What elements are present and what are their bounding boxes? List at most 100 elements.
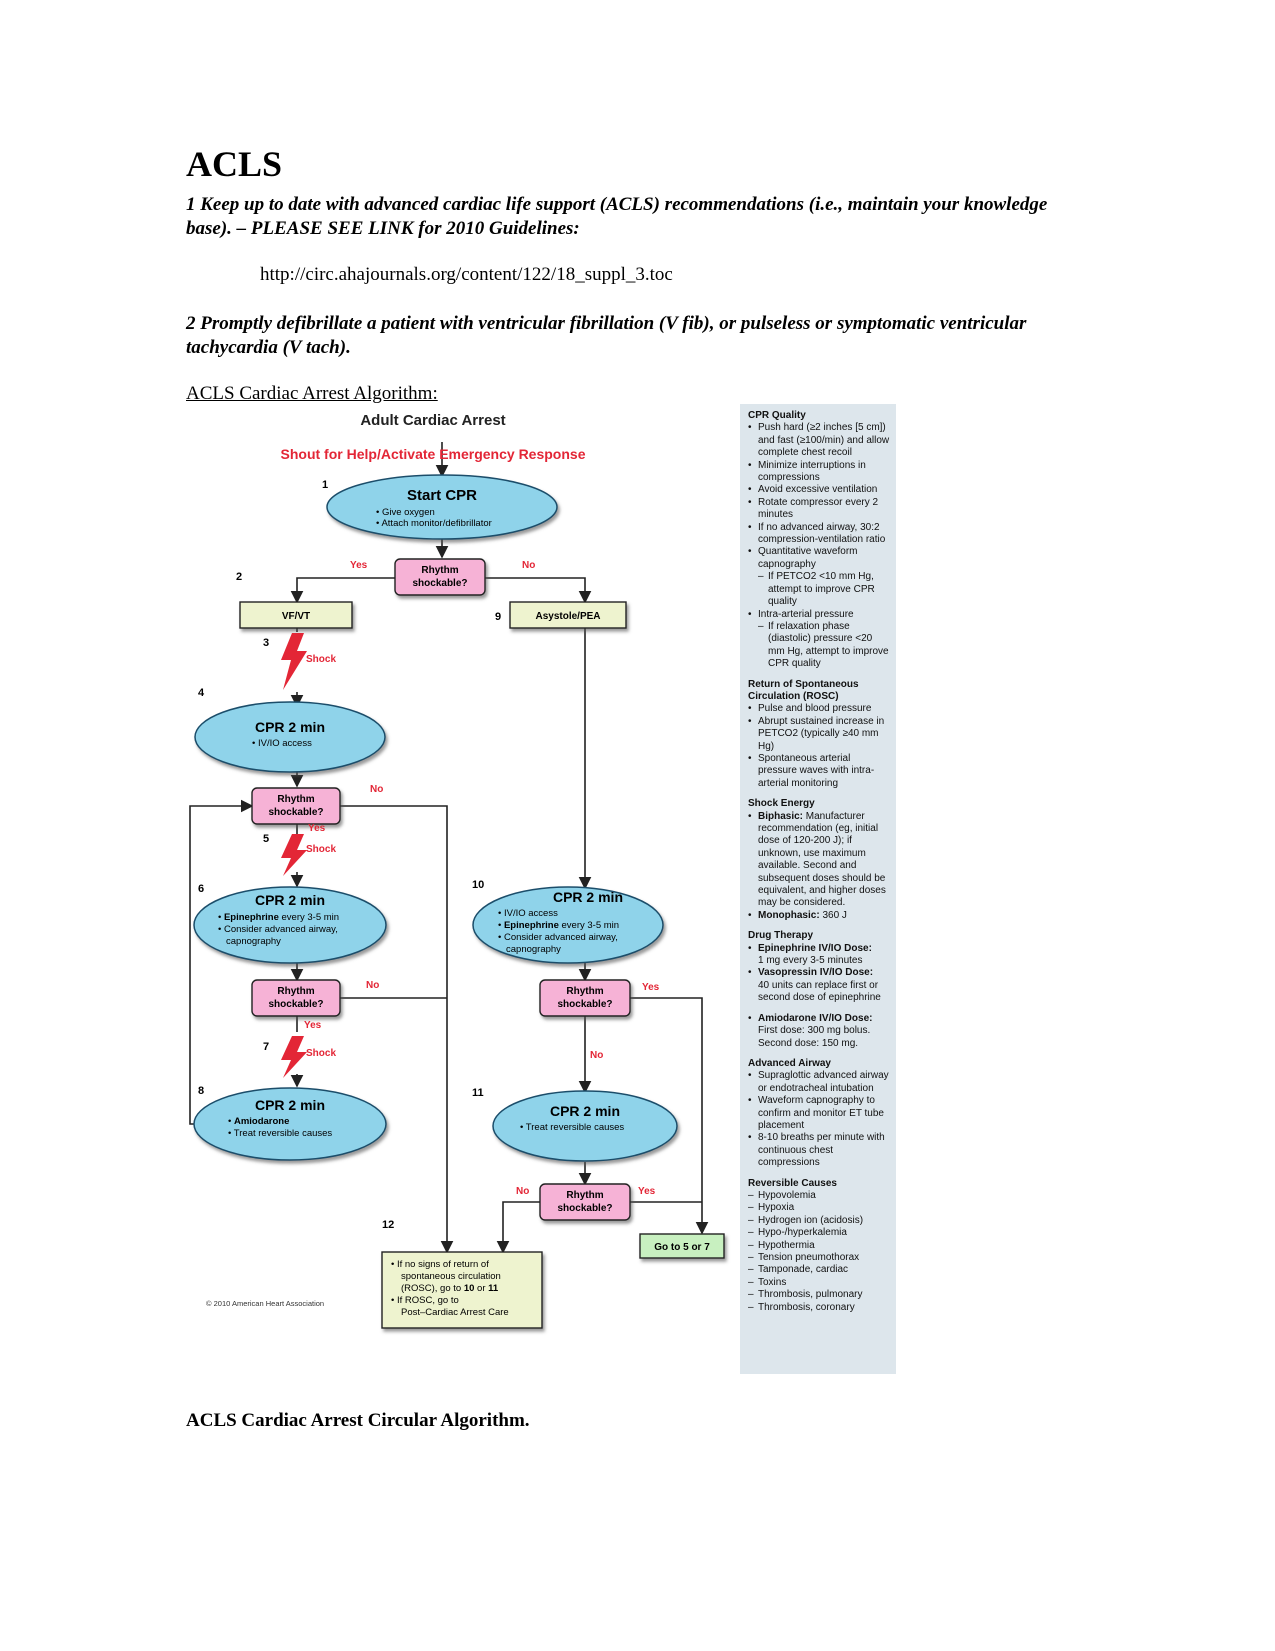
- svg-text:• If no signs of return of: • If no signs of return of: [391, 1259, 489, 1270]
- svg-text:shockable?: shockable?: [412, 578, 467, 589]
- list-item: If no advanced airway, 30:2 compression-…: [748, 522, 890, 547]
- yes-label: Yes: [304, 1020, 322, 1031]
- no-label: No: [370, 784, 383, 795]
- step-number: 3: [263, 637, 269, 649]
- step-number: 7: [263, 1041, 269, 1053]
- asystole-node: Asystole/PEA: [509, 601, 627, 629]
- advanced-airway-heading: Advanced Airway: [748, 1057, 831, 1069]
- list-item: Monophasic: 360 J: [748, 910, 890, 923]
- list-item: Hypoxia: [748, 1202, 890, 1215]
- item-1-text: 1 Keep up to date with advanced cardiac …: [186, 194, 1048, 239]
- rhythm-decision: Rhythm shockable?: [251, 787, 341, 825]
- list-item: If relaxation phase (diastolic) pressure…: [748, 621, 890, 671]
- svg-text:• Treat reversible causes: • Treat reversible causes: [520, 1122, 624, 1133]
- vfvt-node: VF/VT: [239, 601, 353, 629]
- list-item: Rotate compressor every 2 minutes: [748, 497, 890, 522]
- list-item: Minimize interruptions in compressions: [748, 460, 890, 485]
- svg-text:(ROSC), go to 10 or 11: (ROSC), go to 10 or 11: [401, 1283, 499, 1294]
- step-number: 6: [198, 883, 204, 895]
- start-cpr-title: Start CPR: [407, 487, 477, 504]
- list-item: Push hard (≥2 inches [5 cm]) and fast (≥…: [748, 422, 890, 459]
- step-number: 4: [198, 687, 205, 699]
- flowchart-subtitle: Shout for Help/Activate Emergency Respon…: [281, 446, 586, 462]
- list-item: Hydrogen ion (acidosis): [748, 1215, 890, 1228]
- svg-text:capnography: capnography: [506, 944, 561, 955]
- svg-text:Go to 5 or 7: Go to 5 or 7: [654, 1242, 710, 1253]
- yes-label: Yes: [350, 560, 368, 571]
- cpr-quality-list: Push hard (≥2 inches [5 cm]) and fast (≥…: [748, 422, 890, 670]
- cpr-node-10: CPR 2 min • IV/IO access • Epinephrine e…: [472, 886, 664, 964]
- list-item: Spontaneous arterial pressure waves with…: [748, 753, 890, 790]
- shock-bolt-icon: [281, 834, 307, 876]
- shock-energy-heading: Shock Energy: [748, 798, 815, 810]
- list-item: Amiodarone IV/IO Dose:First dose: 300 mg…: [748, 1013, 890, 1050]
- flowchart-title: Adult Cardiac Arrest: [360, 412, 505, 429]
- rosc-list: Pulse and blood pressure Abrupt sustaine…: [748, 703, 890, 790]
- drug-therapy-list: Epinephrine IV/IO Dose:1 mg every 3-5 mi…: [748, 943, 890, 1050]
- step-number: 12: [382, 1219, 394, 1231]
- copyright: © 2010 American Heart Association: [206, 1299, 324, 1308]
- list-item: Hypothermia: [748, 1240, 890, 1253]
- cpr-node-8: CPR 2 min • Amiodarone • Treat reversibl…: [193, 1087, 387, 1161]
- list-item: Avoid excessive ventilation: [748, 484, 890, 497]
- svg-text:shockable?: shockable?: [557, 999, 612, 1010]
- svg-text:• Consider advanced airway,: • Consider advanced airway,: [498, 932, 618, 943]
- svg-text:capnography: capnography: [226, 936, 281, 947]
- rosc-heading: Return of Spontaneous Circulation (ROSC): [748, 678, 859, 702]
- svg-text:spontaneous circulation: spontaneous circulation: [401, 1271, 501, 1282]
- list-item: Thrombosis, pulmonary: [748, 1289, 890, 1302]
- acls-flowchart: Adult Cardiac Arrest Shout for Help/Acti…: [189, 412, 725, 1329]
- svg-text:• IV/IO access: • IV/IO access: [498, 908, 558, 919]
- figure-caption: ACLS Cardiac Arrest Circular Algorithm.: [186, 1410, 530, 1431]
- svg-text:• Epinephrine every 3-5 min: • Epinephrine every 3-5 min: [498, 920, 619, 931]
- svg-text:Rhythm: Rhythm: [277, 794, 314, 805]
- goto-box: Go to 5 or 7: [639, 1233, 725, 1259]
- advanced-airway-list: Supraglottic advanced airway or endotrac…: [748, 1070, 890, 1169]
- svg-text:CPR 2 min: CPR 2 min: [255, 892, 325, 908]
- rhythm-decision: Rhythm shockable?: [394, 558, 486, 596]
- rhythm-decision: Rhythm shockable?: [539, 1183, 631, 1221]
- start-cpr-bullet: • Give oxygen: [376, 507, 435, 518]
- shock-bolt-icon: [281, 1036, 307, 1078]
- list-item: Abrupt sustained increase in PETCO2 (typ…: [748, 716, 890, 753]
- svg-text:VF/VT: VF/VT: [282, 611, 310, 622]
- yes-label: Yes: [642, 982, 660, 993]
- svg-text:• Treat reversible causes: • Treat reversible causes: [228, 1128, 332, 1139]
- svg-text:shockable?: shockable?: [268, 807, 323, 818]
- svg-text:Rhythm: Rhythm: [277, 986, 314, 997]
- list-item: Tension pneumothorax: [748, 1252, 890, 1265]
- step-number: 10: [472, 879, 484, 891]
- step-number: 11: [472, 1087, 484, 1099]
- start-cpr-node: Start CPR • Give oxygen • Attach monitor…: [326, 474, 558, 540]
- list-item: Hypovolemia: [748, 1190, 890, 1203]
- drug-therapy-heading: Drug Therapy: [748, 930, 814, 942]
- svg-text:CPR 2 min: CPR 2 min: [255, 719, 325, 735]
- svg-text:• Consider advanced airway,: • Consider advanced airway,: [218, 924, 338, 935]
- svg-text:Rhythm: Rhythm: [421, 565, 458, 576]
- svg-text:shockable?: shockable?: [268, 999, 323, 1010]
- cpr-node-4: CPR 2 min • IV/IO access: [194, 701, 386, 773]
- svg-text:• IV/IO access: • IV/IO access: [252, 738, 312, 749]
- step-number: 1: [322, 479, 328, 491]
- shock-label: Shock: [306, 654, 336, 665]
- rhythm-decision: Rhythm shockable?: [539, 979, 631, 1017]
- yes-label: Yes: [638, 1186, 656, 1197]
- no-label: No: [522, 560, 535, 571]
- cpr-quality-heading: CPR Quality: [748, 410, 806, 421]
- step-number: 8: [198, 1085, 204, 1097]
- svg-text:CPR 2 min: CPR 2 min: [553, 889, 623, 905]
- no-label: No: [590, 1050, 603, 1061]
- no-label: No: [366, 980, 379, 991]
- list-item: Thrombosis, coronary: [748, 1302, 890, 1315]
- svg-text:Rhythm: Rhythm: [566, 1190, 603, 1201]
- guidelines-url[interactable]: http://circ.ahajournals.org/content/122/…: [260, 264, 673, 285]
- acls-sidebar: CPR Quality Push hard (≥2 inches [5 cm])…: [740, 404, 896, 1374]
- algorithm-link[interactable]: ACLS Cardiac Arrest Algorithm:: [186, 383, 438, 404]
- shock-energy-list: Biphasic: Manufacturer recommendation (e…: [748, 811, 890, 923]
- no-label: No: [516, 1186, 529, 1197]
- reversible-causes-list: Hypovolemia Hypoxia Hydrogen ion (acidos…: [748, 1190, 890, 1314]
- svg-text:Asystole/PEA: Asystole/PEA: [535, 611, 600, 622]
- step-number: 2: [236, 571, 242, 583]
- cpr-node-6: CPR 2 min • Epinephrine every 3-5 min • …: [193, 886, 387, 964]
- list-item: Intra-arterial pressure: [748, 609, 890, 622]
